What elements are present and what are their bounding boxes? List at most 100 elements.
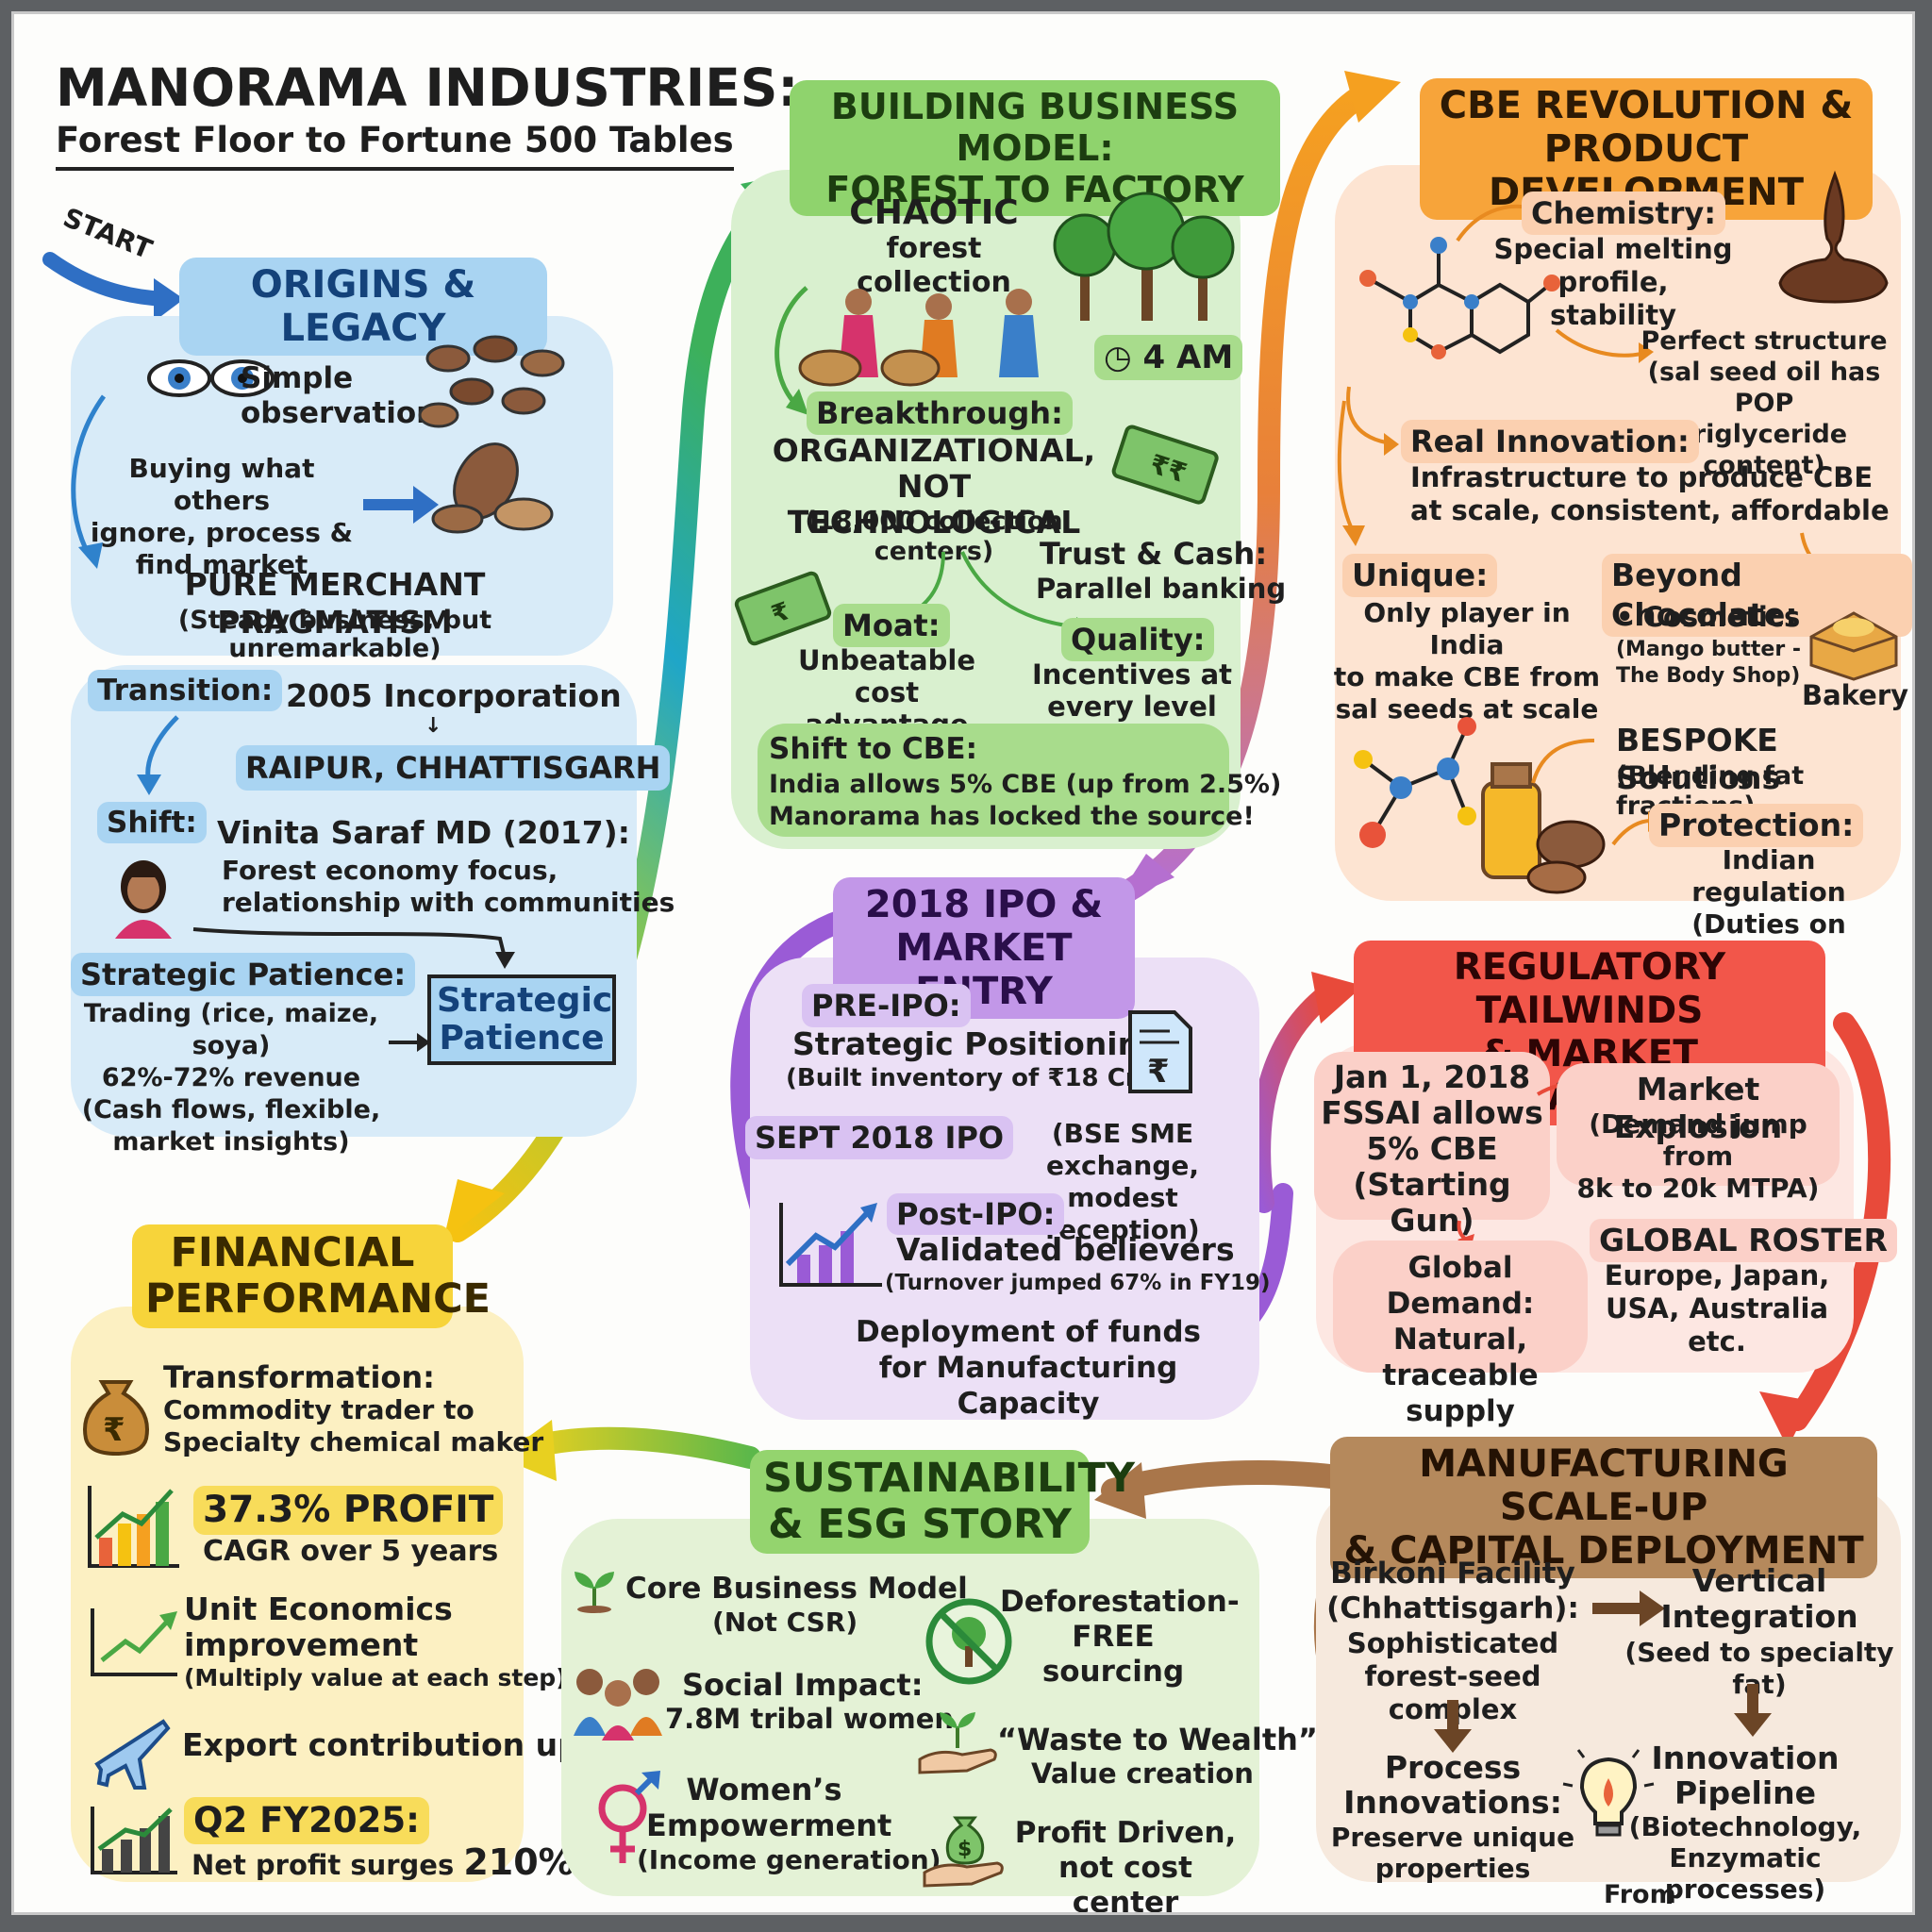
- incorporation-year: 2005 Incorporation: [286, 677, 622, 714]
- process-innovations-sub: Preserve unique properties: [1330, 1822, 1575, 1884]
- unit-economics-heading: Unit Economics improvement: [184, 1591, 453, 1663]
- innovation-pipeline-sub: (Biotechnology, Enzymatic processes): [1628, 1811, 1862, 1905]
- chocolate-drip-icon: [1778, 170, 1889, 304]
- global-roster-label: GLOBAL ROSTER: [1590, 1219, 1897, 1262]
- transition-arrow: [137, 715, 179, 795]
- trust-heading: Trust & Cash:: [1040, 536, 1268, 572]
- tribal-women-icon: [574, 1669, 662, 1740]
- sustainability-title: SUSTAINABILITY & ESG STORY: [750, 1450, 1135, 1554]
- down-arrow-vertical: [1734, 1684, 1772, 1737]
- vertical-integration-sub: (Seed to specialty fat): [1624, 1637, 1894, 1700]
- quality-sub: Incentives at every level: [1031, 658, 1233, 723]
- origins-pragmatism-sub: (Steady business, but unremarkable): [177, 606, 492, 663]
- shift-cbe-heading: Shift to CBE:: [769, 732, 977, 766]
- innovation-label: Real Innovation:: [1401, 420, 1699, 463]
- shift-label: Shift:: [97, 802, 207, 843]
- sept-ipo-label: SEPT 2018 IPO: [745, 1116, 1014, 1159]
- vertical-integration-heading: Vertical Integration: [1660, 1562, 1858, 1635]
- chaotic-heading: CHAOTIC: [849, 193, 1019, 232]
- export-contribution: Export contribution up: [182, 1726, 580, 1763]
- lightbulb-icon: [1562, 1749, 1655, 1837]
- svg-text:$: $: [958, 1838, 972, 1861]
- unique-label: Unique:: [1342, 554, 1498, 597]
- unique-sub: Only player in India to make CBE from sa…: [1333, 597, 1601, 724]
- origins-observation: Simple observation: [241, 361, 438, 430]
- time-badge: ◷ 4 AM: [1094, 335, 1243, 380]
- ipo-title: 2018 IPO & MARKET ENTRY: [833, 877, 1135, 1019]
- breakthrough-sub: (18,000 collection centers): [805, 507, 1063, 566]
- woman-avatar-icon: [115, 860, 172, 939]
- svg-text:₹: ₹: [103, 1411, 125, 1449]
- eyes-icon: [147, 359, 275, 397]
- pre-ipo-sub: (Built inventory of ₹18 Cr): [786, 1064, 1149, 1092]
- collectors-icon: [798, 289, 1039, 387]
- oil-jar-icon: [1481, 762, 1606, 894]
- chaotic-sub: forest collection: [857, 232, 1011, 299]
- arrow-manufacturing-to-sustainability: [1101, 1460, 1342, 1503]
- jan-2018-text: Jan 1, 2018 FSSAI allows 5% CBE (Startin…: [1321, 1058, 1543, 1239]
- cash-bundle-icon: ₹: [734, 571, 832, 646]
- process-innovations-heading: Process Innovations:: [1343, 1749, 1562, 1821]
- core-business-sub: (Not CSR): [712, 1607, 858, 1638]
- business-title: BUILDING BUSINESS MODEL: FOREST TO FACTO…: [790, 80, 1280, 216]
- origins-pragmatism: PURE MERCHANT PRAGMATISM: [184, 566, 486, 641]
- global-roster-sub: Europe, Japan, USA, Australia etc.: [1604, 1259, 1830, 1357]
- growth-chart-icon: [779, 1203, 882, 1287]
- arrow-sustainability-to-financial: [517, 1426, 761, 1469]
- bespoke-heading: BESPOKE Solutions: [1616, 722, 1781, 796]
- manufacturing-title: MANUFACTURING SCALE-UP & CAPITAL DEPLOYM…: [1330, 1437, 1877, 1578]
- origins-curve-arrow: [71, 394, 107, 569]
- patience-arrow: [389, 1033, 430, 1052]
- global-demand-box: [1333, 1241, 1588, 1373]
- source-credit: From https://empor.top: [1604, 1880, 1855, 1912]
- shift-cbe-box: [758, 724, 1229, 837]
- clock-icon: ◷: [1104, 339, 1132, 376]
- structure-arrow: [1555, 328, 1654, 363]
- post-ipo-label: Post-IPO:: [887, 1193, 1065, 1235]
- strategic-patience-text: Trading (rice, maize, soya) 62%-72% reve…: [81, 999, 381, 1157]
- social-impact-heading: Social Impact:: [682, 1667, 924, 1703]
- document-rupee-icon: ₹: [1128, 1010, 1192, 1093]
- market-explosion-box: [1557, 1063, 1840, 1186]
- global-demand-text: Global Demand: Natural, traceable supply: [1382, 1251, 1539, 1428]
- vertical-arrow: [1592, 1591, 1665, 1626]
- cosmetics-item: • Cosmetics: [1616, 601, 1801, 633]
- incorporation-location: RAIPUR, CHHATTISGARH: [236, 745, 671, 791]
- pre-ipo-label: PRE-IPO:: [802, 984, 971, 1027]
- page-subtitle: Forest Floor to Fortune 500 Tables: [56, 120, 734, 171]
- post-ipo-main: Validated believers: [896, 1231, 1235, 1268]
- money-bag-icon: ₹: [83, 1380, 149, 1457]
- cash-notes-icon: ₹₹: [1111, 425, 1219, 505]
- protection-label: Protection:: [1649, 804, 1864, 847]
- page-title: MANORAMA INDUSTRIES:: [56, 58, 799, 118]
- social-impact-sub: 7.8M tribal women: [665, 1703, 955, 1735]
- profit-cagr-sub: CAGR over 5 years: [203, 1535, 499, 1568]
- down-arrow-birkoni: [1434, 1700, 1472, 1753]
- arrow-regulatory-to-manufacturing: [1786, 1012, 1891, 1431]
- innovation-pipeline-heading: Innovation Pipeline: [1651, 1740, 1840, 1811]
- waste-to-wealth-heading: “Waste to Wealth”: [997, 1722, 1318, 1757]
- protection-sub: Indian regulation (Duties on shea): [1691, 844, 1846, 972]
- shift-cbe-sub: India allows 5% CBE (up from 2.5%) Manor…: [769, 770, 1282, 831]
- birkoni-sub: Sophisticated forest-seed complex: [1346, 1627, 1559, 1725]
- molecule-icon: [1359, 237, 1560, 359]
- unit-economics-sub: (Multiply value at each step): [184, 1664, 567, 1691]
- chemistry-sub: Special melting profile, stability: [1493, 233, 1733, 331]
- transformation-sub: Commodity trader to Specialty chemical m…: [163, 1394, 544, 1457]
- q2-sub-text: Net profit surges: [192, 1849, 455, 1881]
- bakery-label: Bakery: [1802, 679, 1909, 711]
- strategic-patience-label: Strategic Patience:: [71, 953, 416, 996]
- vinita-description: Forest economy focus, relationship with …: [222, 855, 675, 918]
- trees-icon: [1053, 192, 1235, 321]
- airplane-icon: [94, 1719, 171, 1790]
- time-value: 4 AM: [1142, 339, 1234, 376]
- bespoke-arrow: [1531, 739, 1595, 784]
- gender-symbol-icon: [598, 1771, 660, 1863]
- profit-cagr-value: 37.3% PROFIT: [193, 1486, 504, 1535]
- chemistry-label: Chemistry:: [1522, 192, 1726, 235]
- strategic-patience-box: Strategic Patience: [427, 974, 616, 1065]
- pre-ipo-main: Strategic Positioning: [792, 1025, 1162, 1062]
- post-ipo-sub: (Turnover jumped 67% in FY19): [885, 1271, 1271, 1295]
- deforestation-free-text: Deforestation- FREE sourcing: [1000, 1585, 1240, 1689]
- structure-text: Perfect structure (sal seed oil has POP …: [1641, 326, 1888, 480]
